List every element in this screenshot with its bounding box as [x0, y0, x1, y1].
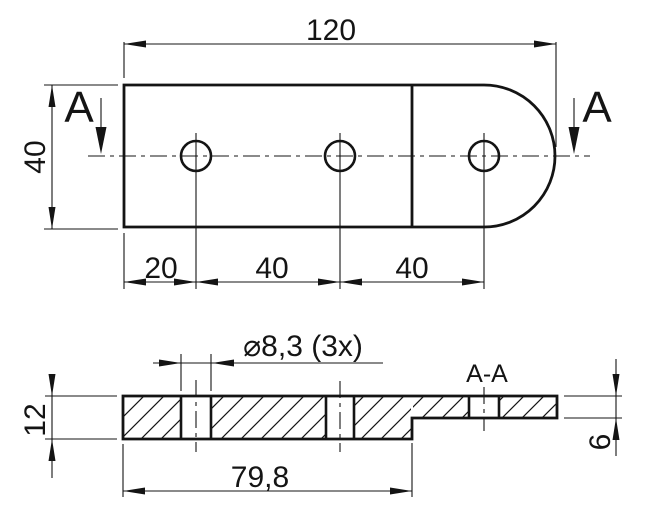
part-outline: [122, 83, 557, 229]
arrowhead: [159, 359, 181, 367]
arrowhead-right: [390, 487, 412, 495]
hatch-region: [500, 397, 556, 417]
section-arrow-left: A: [64, 83, 107, 154]
dim-pitch-20: 20: [144, 252, 177, 285]
section-arrowhead: [568, 127, 580, 154]
dim-pitch-40b: 40: [395, 252, 428, 285]
dim-step-value: 79,8: [231, 461, 289, 494]
arrowhead: [212, 359, 234, 367]
section-outline: [121, 394, 559, 441]
arrowhead: [462, 278, 484, 286]
arrowhead-up: [48, 439, 56, 461]
section-letter-left: A: [64, 83, 94, 132]
arrowhead-left: [124, 40, 146, 48]
top-view: 120 40 20 40 40 A: [19, 14, 612, 289]
dim-height-value: 40: [19, 140, 52, 173]
arrowhead: [318, 278, 340, 286]
section-arrow-right: A: [568, 83, 612, 154]
section-arrowhead: [95, 127, 107, 154]
hole-diameter-note: ⌀8,3 (3x): [243, 330, 363, 363]
dim-hole-pitch: 20 40 40: [123, 233, 484, 289]
dim-length-value: 120: [306, 14, 356, 47]
arrowhead-right: [534, 40, 556, 48]
arrowhead: [196, 278, 218, 286]
dim-flange-value: 6: [584, 434, 617, 451]
hatch-region: [212, 397, 325, 438]
dim-hole-diameter: ⌀8,3 (3x): [153, 330, 383, 391]
hatch-region: [124, 397, 180, 438]
arrowhead-up: [612, 418, 620, 440]
dim-thickness-12: 12: [19, 374, 117, 478]
arrowhead-left: [123, 487, 145, 495]
hatch-region: [413, 397, 468, 417]
arrowhead: [340, 278, 362, 286]
dim-flange-6: 6: [564, 359, 622, 456]
arrowhead-bottom: [48, 207, 56, 229]
section-view: ⌀8,3 (3x) A-A 12 6: [19, 330, 622, 497]
dim-height-40: 40: [19, 84, 118, 230]
section-letter-right: A: [582, 83, 612, 132]
arrowhead-down: [48, 374, 56, 396]
arrowhead-top: [48, 85, 56, 107]
dim-thickness-value: 12: [19, 403, 52, 436]
dim-step-79-8: 79,8: [122, 443, 413, 497]
arrowhead: [124, 278, 146, 286]
dim-pitch-40a: 40: [255, 252, 288, 285]
hatch-region: [355, 397, 411, 438]
arrowhead: [174, 278, 196, 286]
section-title: A-A: [466, 360, 508, 388]
arrowhead-down: [612, 374, 620, 396]
dim-length-120: 120: [123, 14, 557, 147]
